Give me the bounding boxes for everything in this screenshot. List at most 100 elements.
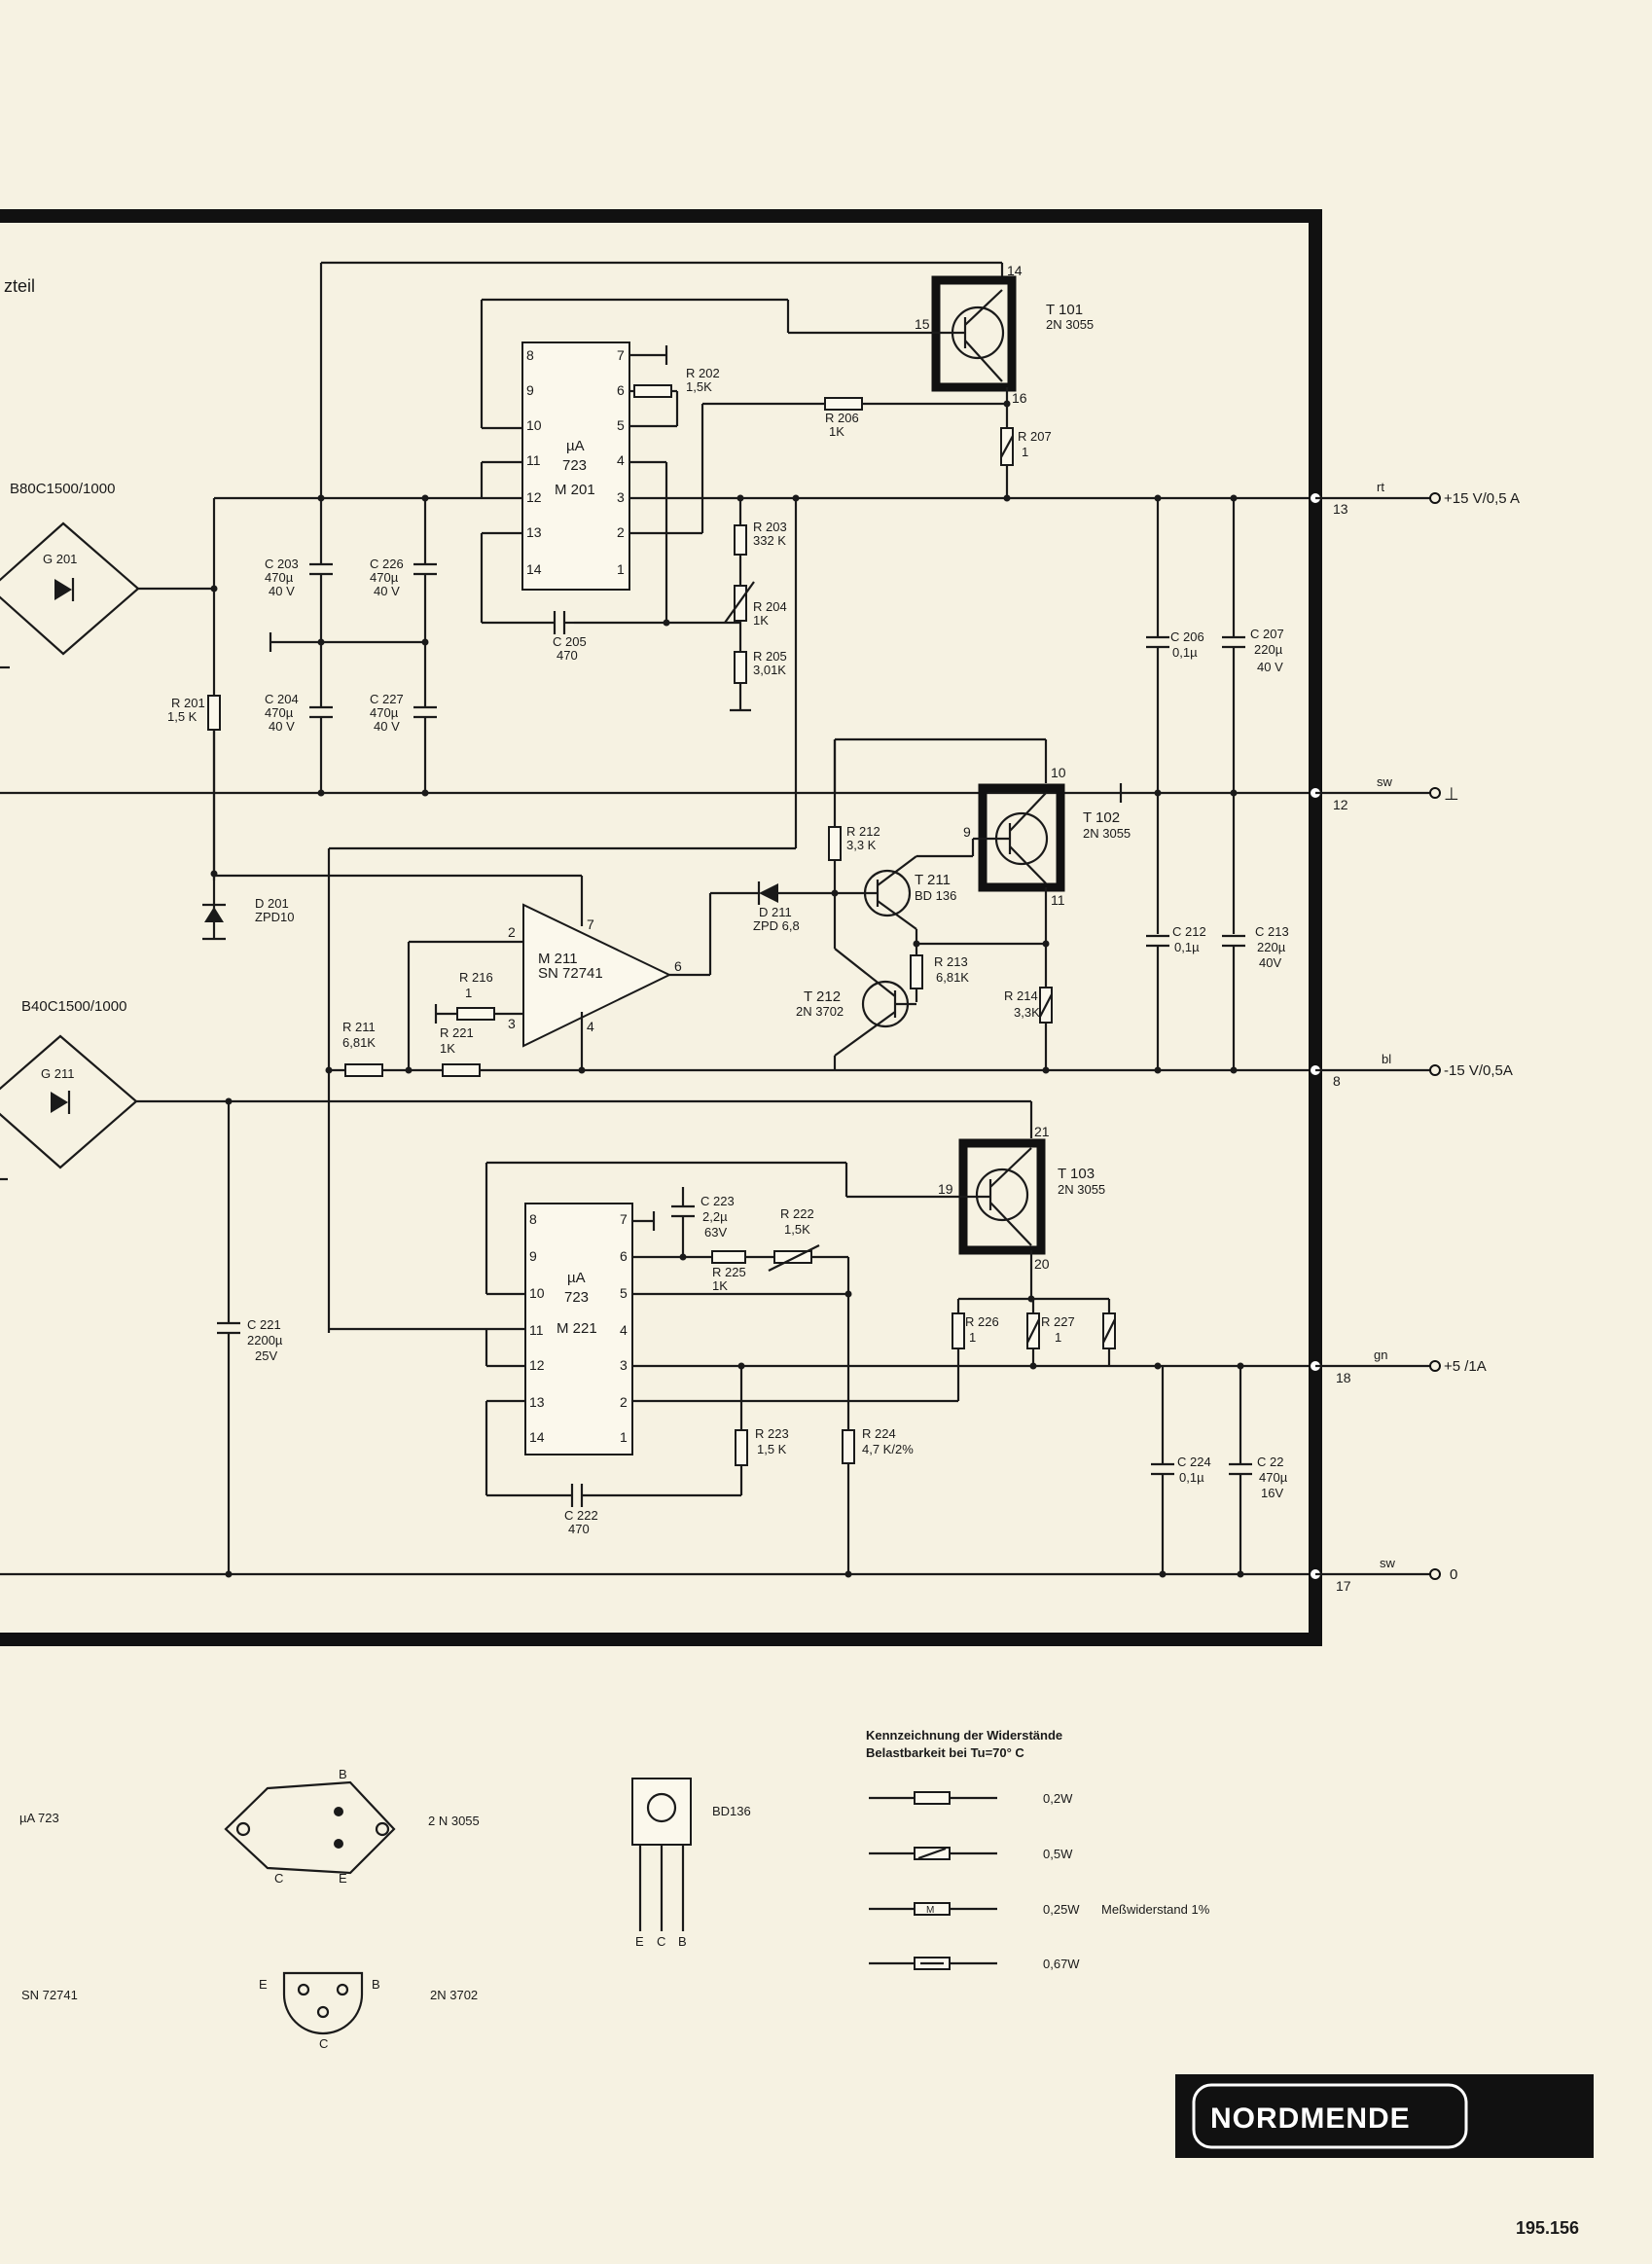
terminal-13-number: 13 bbox=[1333, 501, 1348, 517]
m211-pin-2: 2 bbox=[508, 924, 516, 940]
m221-pin-5: 5 bbox=[620, 1285, 628, 1301]
capacitor-c226: C 226 470µ 40 V bbox=[370, 498, 437, 642]
c222-ref: C 222 bbox=[564, 1508, 598, 1523]
r211-value: 6,81K bbox=[342, 1035, 376, 1050]
t102-pin-9: 9 bbox=[963, 824, 971, 840]
r221-value: 1,5K bbox=[784, 1222, 810, 1237]
capacitor-c213: C 213 220µ 40V bbox=[1222, 924, 1289, 1070]
m221-pin-9: 9 bbox=[529, 1248, 537, 1264]
m201-pin-9: 9 bbox=[526, 382, 534, 398]
c222-value: 470 bbox=[568, 1522, 590, 1536]
capacitor-c206: C 206 0,1µ bbox=[1146, 498, 1204, 934]
r214-ref: R 212 bbox=[846, 824, 880, 839]
capacitor-c222: C 222 470 bbox=[564, 1484, 598, 1536]
transistor-t102: 10 9 11 T 102 2N 3055 bbox=[963, 765, 1131, 908]
bd136-pin-c: C bbox=[657, 1934, 665, 1949]
c212-value: 0,1µ bbox=[1174, 940, 1200, 954]
rectifier-g201-type: B80C1500/1000 bbox=[10, 481, 115, 497]
m201-pin-10: 10 bbox=[526, 417, 542, 433]
m221-ref: M 221 bbox=[557, 1320, 597, 1337]
c206-ref: C 206 bbox=[1170, 629, 1204, 644]
m201-pin-8: 8 bbox=[526, 347, 534, 363]
resistor-r207: R 207 1 bbox=[1000, 427, 1052, 466]
c226-voltage: 40 V bbox=[374, 584, 400, 598]
m201-pin-2: 2 bbox=[617, 524, 625, 540]
m221-pin-3: 3 bbox=[620, 1357, 628, 1373]
transistor-t212: T 212 2N 3702 bbox=[796, 948, 916, 1057]
t102-type: 2N 3055 bbox=[1083, 826, 1131, 841]
r207-ref: R 207 bbox=[1018, 429, 1052, 444]
c224-value: 0,1µ bbox=[1179, 1470, 1204, 1485]
terminal-17-number: 17 bbox=[1336, 1578, 1351, 1594]
r226-ref: R 227 bbox=[1041, 1314, 1075, 1329]
m211-pin-6: 6 bbox=[674, 958, 682, 974]
d211-ref: D 211 bbox=[759, 905, 792, 919]
2n3702-pin-e: E bbox=[259, 1977, 268, 1992]
terminal-13-color: rt bbox=[1377, 480, 1384, 494]
r202-ref: R 202 bbox=[686, 366, 720, 380]
m221-top: µA bbox=[567, 1270, 586, 1286]
ic-m201: µA 723 M 201 8 9 10 11 12 13 14 7 6 5 4 … bbox=[521, 341, 630, 591]
bd136-pin-e: E bbox=[635, 1934, 644, 1949]
r223-value: 1K bbox=[712, 1278, 728, 1293]
c205-ref: C 205 bbox=[553, 634, 587, 649]
c224-ref: C 224 bbox=[1177, 1455, 1211, 1469]
t101-pin-14: 14 bbox=[1007, 263, 1023, 278]
t103-ref: T 103 bbox=[1058, 1166, 1095, 1182]
r206-value: 1K bbox=[829, 424, 844, 439]
d201-type: ZPD10 bbox=[255, 910, 294, 924]
bd136-label: BD136 bbox=[712, 1804, 751, 1818]
brand-logo: NORDMENDE bbox=[1175, 2074, 1594, 2158]
t212-type: 2N 3702 bbox=[796, 1004, 844, 1019]
m221-pin-2: 2 bbox=[620, 1394, 628, 1410]
r221-ref: R 222 bbox=[780, 1206, 814, 1221]
c205-value: 470 bbox=[557, 648, 578, 663]
capacitor-c204: C 204 470µ 40 V bbox=[265, 642, 333, 793]
m201-top: µA bbox=[566, 438, 585, 454]
terminal-18-color: gn bbox=[1374, 1348, 1387, 1362]
r205-ref: R 205 bbox=[753, 649, 787, 664]
resistor-r215: R 213 6,81K bbox=[910, 954, 969, 989]
m211-pin-3: 3 bbox=[508, 1016, 516, 1031]
capacitor-c212: C 212 0,1µ bbox=[1146, 924, 1206, 1070]
resistor-r206: R 206 1K bbox=[824, 397, 863, 439]
resistor-r225: R 226 1 bbox=[952, 1299, 999, 1349]
pinout-sn72741-label: SN 72741 bbox=[21, 1988, 78, 2002]
rectifier-g201-ref: G 201 bbox=[43, 552, 77, 566]
c221-value: 2200µ bbox=[247, 1333, 283, 1348]
rectifier-g211-type: B40C1500/1000 bbox=[21, 998, 126, 1015]
r203-ref: R 203 bbox=[753, 520, 787, 534]
c227-value: 470µ bbox=[370, 705, 399, 720]
resistor-r222: R 223 1,5 K bbox=[735, 1426, 789, 1466]
rectifier-g211: B40C1500/1000 G 211 bbox=[0, 998, 138, 1169]
r213-ref: R 221 bbox=[440, 1025, 474, 1040]
schematic-frame bbox=[0, 209, 1322, 1646]
output-terminal-12: 12 sw ⊥ bbox=[1309, 774, 1459, 812]
legend-power-1: 0,2W bbox=[1043, 1791, 1073, 1806]
m201-mid: 723 bbox=[562, 457, 587, 474]
r225-ref: R 226 bbox=[965, 1314, 999, 1329]
terminal-18-label: +5 /1A bbox=[1444, 1358, 1487, 1375]
c204-ref: C 204 bbox=[265, 692, 299, 706]
2n3055-pin-b: B bbox=[339, 1767, 347, 1781]
capacitor-c205: C 205 470 bbox=[553, 611, 587, 663]
m211-type: SN 72741 bbox=[538, 965, 603, 982]
c221-voltage: 25V bbox=[255, 1348, 277, 1363]
c207-voltage: 40 V bbox=[1257, 660, 1283, 674]
resistor-r211: R 211 6,81K bbox=[342, 1020, 383, 1077]
t103-pin-19: 19 bbox=[938, 1181, 953, 1197]
transistor-t101: 14 15 16 T 101 2N 3055 bbox=[915, 263, 1094, 406]
t102-ref: T 102 bbox=[1083, 809, 1120, 826]
t102-pin-11: 11 bbox=[1051, 892, 1065, 908]
r201-value: 1,5 K bbox=[167, 709, 198, 724]
c223-voltage: 63V bbox=[704, 1225, 727, 1240]
m221-pin-1: 1 bbox=[620, 1429, 628, 1445]
terminal-18-number: 18 bbox=[1336, 1370, 1351, 1385]
c203-ref: C 203 bbox=[265, 557, 299, 571]
m221-pin-14: 14 bbox=[529, 1429, 545, 1445]
c227-voltage: 40 V bbox=[374, 719, 400, 734]
output-terminal-13: 13 rt +15 V/0,5 A bbox=[1309, 480, 1520, 517]
m201-pin-1: 1 bbox=[617, 561, 625, 577]
c221-ref: C 221 bbox=[247, 1317, 281, 1332]
capacitor-c203: C 203 470µ 40 V bbox=[265, 498, 333, 642]
